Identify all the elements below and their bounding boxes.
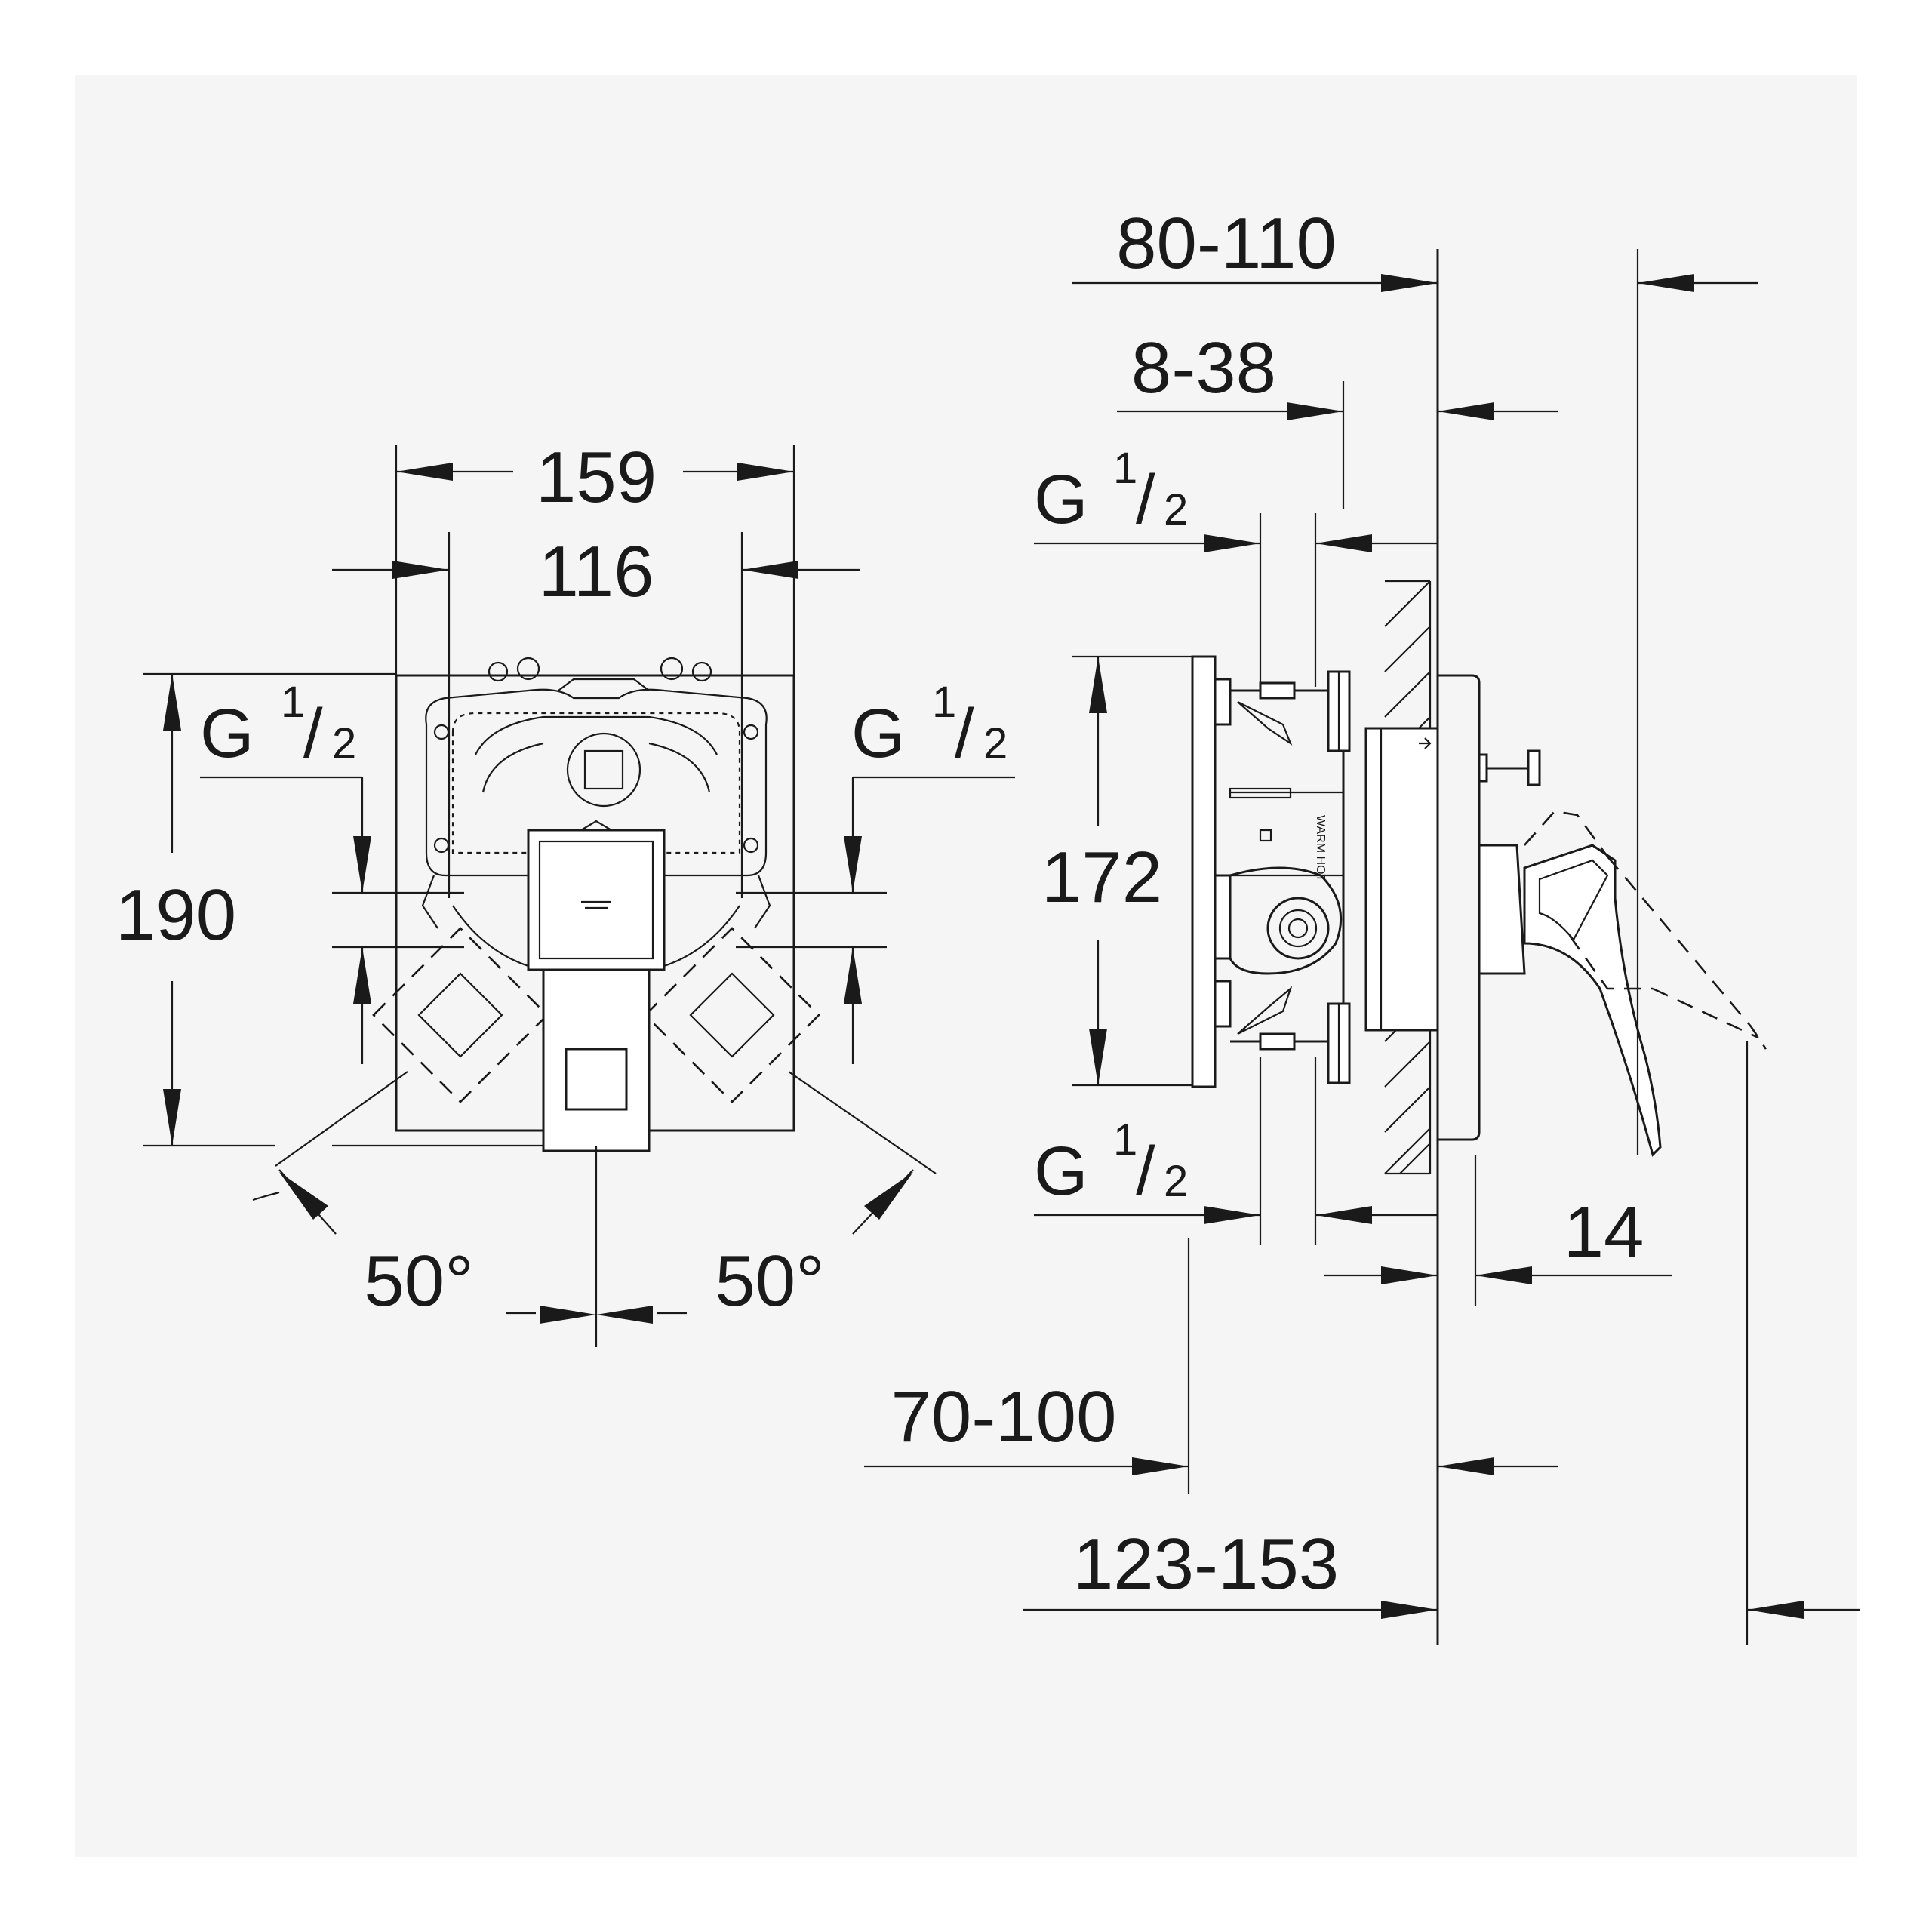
front-lever-handle [527,820,666,1152]
side-diverter-knob [1478,749,1541,786]
side-connection-top: G 1 / 2 [1034,444,1438,687]
svg-text:G: G [851,695,906,772]
svg-text:G: G [200,695,254,772]
side-mounting-body: WARM HOT [1191,655,1351,1088]
dim-8-38 [1117,381,1558,509]
front-mounting-box [421,657,771,968]
depth-range-mid-label: 70-100 [891,1377,1117,1457]
drawing-background [75,75,1857,1857]
depth-range-top-label: 80-110 [1116,203,1337,284]
side-height-label: 172 [1041,837,1162,918]
dim-70-100 [864,1238,1558,1494]
wall-range-label: 8-38 [1131,328,1276,408]
svg-text:G: G [1034,1133,1088,1210]
depth-range-bottom-label: 123-153 [1073,1524,1339,1604]
svg-text:1: 1 [1113,1115,1137,1164]
svg-text:2: 2 [332,719,356,768]
svg-text:/: / [1136,1133,1155,1210]
svg-text:2: 2 [1164,485,1188,534]
angle-left [252,1071,598,1347]
side-connection-bottom: G 1 / 2 [1034,1057,1438,1245]
angle-right-label: 50° [715,1241,824,1321]
angle-left-label: 50° [364,1241,473,1321]
dim-14 [1324,1155,1672,1306]
dim-190 [163,674,181,1146]
dim-80-110 [1072,249,1758,1155]
front-connection-right: G 1 / 2 [736,678,1015,1064]
width-outer-label: 159 [536,437,657,518]
svg-text:/: / [955,695,974,772]
svg-text:2: 2 [983,719,1008,768]
dim-116 [332,561,860,579]
width-inner-label: 116 [538,531,654,612]
plate-offset-label: 14 [1564,1192,1644,1272]
side-view: WARM HOT [864,203,1860,1645]
side-lever-handle [1478,810,1767,1157]
dim-172 [1072,655,1192,1087]
front-diamond-right [644,927,820,1103]
svg-text:WARM HOT: WARM HOT [1314,815,1327,882]
svg-text:/: / [1136,461,1155,538]
dim-123-153 [1023,1041,1860,1645]
height-label: 190 [115,875,236,955]
svg-text:1: 1 [281,678,305,727]
side-valve-housing [1364,727,1439,1032]
svg-text:G: G [1034,461,1088,538]
front-connection-left: G 1 / 2 [200,678,464,1064]
front-view: 159 116 190 G 1 / 2 [115,437,1015,1347]
dim-159 [396,463,794,481]
svg-text:1: 1 [932,678,956,727]
angle-right [596,1071,937,1324]
svg-text:/: / [303,695,323,772]
svg-text:1: 1 [1113,444,1137,493]
svg-text:2: 2 [1164,1157,1188,1206]
